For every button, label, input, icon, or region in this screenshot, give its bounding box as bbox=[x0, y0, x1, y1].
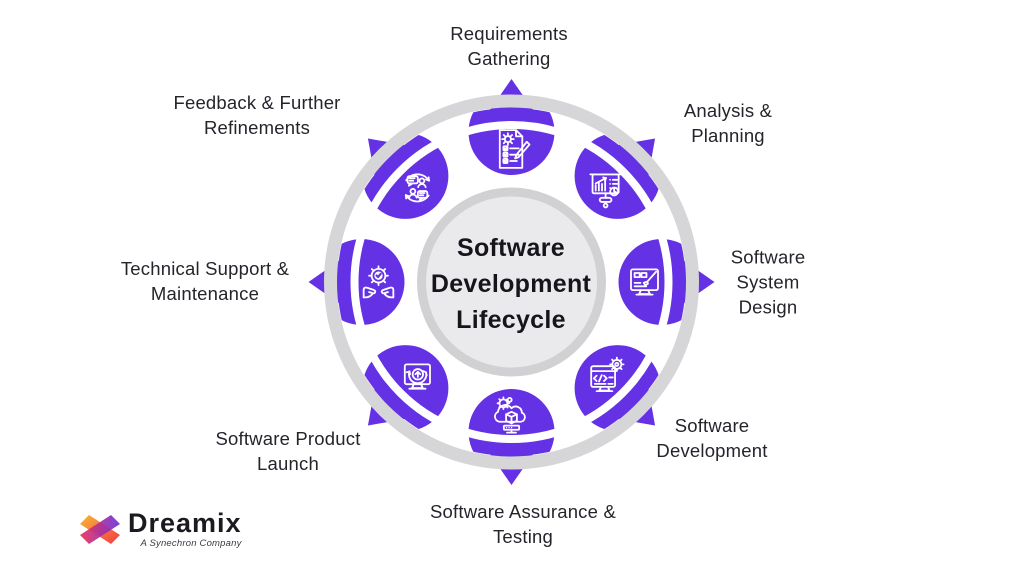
code-window-gear-icon bbox=[590, 356, 625, 393]
stage-label-feedback-refinements: Feedback & Further Refinements bbox=[173, 92, 341, 138]
center-title-line: Lifecycle bbox=[456, 306, 566, 334]
stage-label-requirements-gathering: Requirements Gathering bbox=[450, 23, 568, 69]
dreamix-logo: Dreamix A Synechron Company bbox=[78, 509, 242, 549]
stage-circle-west bbox=[337, 239, 405, 325]
stage-circle-east bbox=[618, 239, 686, 325]
design-monitor-brush-icon bbox=[630, 268, 659, 296]
outer-gray-ring bbox=[324, 94, 699, 470]
dreamix-logo-mark bbox=[80, 515, 120, 544]
center-title-line: Software bbox=[457, 234, 565, 262]
stage-label-software-system-design: Software System Design bbox=[730, 246, 806, 318]
checklist-document-icon bbox=[498, 129, 531, 169]
center-disc bbox=[417, 187, 606, 377]
presentation-chart-icon bbox=[589, 173, 622, 209]
logo-name: Dreamix bbox=[128, 508, 242, 538]
cloud-cube-testing-icon bbox=[494, 396, 526, 434]
stage-label-analysis-planning: Analysis & Planning bbox=[683, 100, 773, 146]
hands-gear-check-icon bbox=[362, 265, 395, 299]
launch-monitor-icon bbox=[403, 363, 431, 390]
center-title-line: Development bbox=[430, 270, 592, 298]
center-title: Software Development Lifecycle bbox=[431, 230, 591, 338]
stage-circle-north bbox=[468, 108, 555, 175]
stage-label-software-development: Software Development bbox=[656, 415, 768, 461]
logo-tagline: A Synechron Company bbox=[140, 538, 242, 549]
stage-label-software-product-launch: Software Product Launch bbox=[215, 428, 361, 474]
inner-white-band bbox=[350, 121, 673, 443]
people-feedback-cycle-icon bbox=[404, 173, 430, 203]
stage-label-software-assurance-testing: Software Assurance & Testing bbox=[429, 501, 617, 547]
stage-label-technical-support-maintenance: Technical Support & Maintenance bbox=[120, 258, 290, 304]
